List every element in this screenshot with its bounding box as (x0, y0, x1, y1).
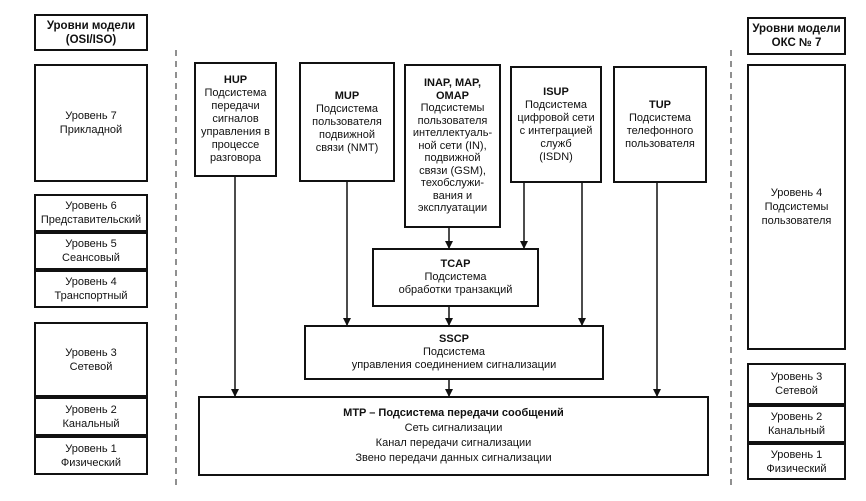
ss7-level-4-line2: Подсистемы (764, 201, 829, 213)
inap-line: связи (GSM), (419, 164, 486, 177)
osi-level-7: Уровень 7 Прикладной (34, 64, 148, 182)
hup-line: Подсистема (204, 87, 267, 99)
sscp-line: управления соединением сигнализации (351, 359, 557, 371)
osi-level-6-name: Представительский (40, 214, 142, 226)
ss7-level-1-number: Уровень 1 (770, 448, 823, 461)
tcap-line: Подсистема (424, 271, 487, 283)
mup-box: MUP Подсистема пользователя подвижной св… (299, 62, 395, 182)
ss7-level-3-name: Сетевой (775, 385, 818, 397)
inap-line: интеллектуаль- (412, 127, 493, 140)
inap-line: техобслужи- (420, 177, 485, 190)
ss7-level-1: Уровень 1 Физический (747, 443, 846, 480)
ss7-level-2: Уровень 2 Канальный (747, 405, 846, 443)
hup-line: передачи (211, 100, 260, 112)
hup-line: сигналов (212, 113, 259, 125)
osi-header: Уровни модели (OSI/ISO) (34, 14, 148, 51)
tcap-box: TCAP Подсистема обработки транзакций (372, 248, 539, 307)
osi-level-5: Уровень 5 Сеансовый (34, 232, 148, 270)
isup-title: ISUP (543, 85, 569, 98)
mtp-title: MTP – Подсистема передачи сообщений (343, 407, 564, 419)
tup-line: пользователя (625, 137, 695, 150)
isup-line: служб (540, 137, 572, 150)
osi-level-6-number: Уровень 6 (65, 200, 117, 212)
inap-line: вания и (432, 189, 473, 202)
mup-title: MUP (334, 89, 360, 102)
osi-level-6: Уровень 6 Представительский (34, 194, 148, 232)
mtp-line: Звено передачи данных сигнализации (355, 452, 552, 464)
ss7-level-3: Уровень 3 Сетевой (747, 363, 846, 405)
hup-title: HUP (223, 74, 248, 86)
inap-line: эксплуатации (417, 202, 488, 215)
ss7-level-3-number: Уровень 3 (770, 371, 823, 383)
ss7-level-2-name: Канальный (768, 425, 825, 437)
osi-level-2-number: Уровень 2 (65, 403, 117, 416)
osi-level-5-name: Сеансовый (62, 252, 120, 264)
hup-line: управления в (201, 126, 270, 138)
tcap-title: TCAP (440, 258, 471, 270)
hup-line: процессе (211, 139, 260, 151)
mtp-line: Сеть сигнализации (404, 422, 503, 434)
ss7-level-4-line3: пользователя (761, 215, 832, 227)
osi-level-3-name: Сетевой (69, 360, 113, 373)
tcap-line: обработки транзакций (398, 284, 513, 296)
tup-line: Подсистема (628, 111, 692, 124)
inap-line: ной сети (IN), (418, 139, 487, 152)
osi-level-3-number: Уровень 3 (65, 346, 117, 359)
tup-line: телефонного (626, 124, 694, 137)
ss7-level-4: Уровень 4 Подсистемы пользователя (747, 64, 846, 350)
ss7-level-2-number: Уровень 2 (770, 411, 823, 423)
osi-level-4-name: Транспортный (54, 290, 128, 302)
osi-level-4: Уровень 4 Транспортный (34, 270, 148, 308)
osi-level-3: Уровень 3 Сетевой (34, 322, 148, 397)
osi-level-5-number: Уровень 5 (65, 238, 117, 250)
mup-line: подвижной (319, 128, 375, 141)
osi-level-1-name: Физический (60, 456, 122, 469)
sscp-box: SSCP Подсистема управления соединением с… (304, 325, 604, 380)
mup-line: пользователя (312, 115, 382, 128)
osi-level-2-name: Канальный (62, 417, 120, 430)
ss7-header: Уровни модели ОКС № 7 (747, 17, 846, 55)
hup-line: разговора (209, 152, 262, 164)
mup-line: Подсистема (315, 102, 379, 115)
isup-line: (ISDN) (539, 150, 573, 163)
osi-header-line1: Уровни модели (46, 19, 136, 32)
hup-box: HUP Подсистема передачи сигналов управле… (194, 62, 277, 177)
inap-title-line1: INAP, MAP, (423, 77, 482, 90)
ss7-header-line1: Уровни модели (752, 23, 841, 35)
osi-level-1: Уровень 1 Физический (34, 436, 148, 475)
sscp-line: Подсистема (422, 346, 486, 358)
mtp-box: MTP – Подсистема передачи сообщений Сеть… (198, 396, 709, 476)
osi-level-1-number: Уровень 1 (65, 442, 117, 455)
inap-line: подвижной (424, 152, 481, 165)
osi-level-7-name: Прикладной (59, 124, 123, 136)
osi-level-2: Уровень 2 Канальный (34, 397, 148, 436)
mup-line: связи (NMT) (315, 141, 379, 154)
osi-level-4-number: Уровень 4 (65, 276, 117, 288)
inap-title-line2: OMAP (436, 89, 469, 102)
ss7-level-4-number: Уровень 4 (770, 187, 823, 199)
isup-line: цифровой сети (517, 111, 595, 124)
isup-line: Подсистема (524, 98, 588, 111)
osi-header-line2: (OSI/ISO) (65, 33, 117, 46)
isup-box: ISUP Подсистема цифровой сети с интеграц… (510, 66, 602, 183)
tup-title: TUP (649, 98, 671, 111)
ss7-header-line2: ОКС № 7 (771, 37, 822, 49)
mtp-line: Канал передачи сигнализации (375, 437, 532, 449)
inap-line: Подсистемы (420, 102, 485, 115)
isup-line: с интеграцией (519, 124, 593, 137)
inap-line: пользователя (417, 114, 488, 127)
sscp-title: SSCP (439, 333, 469, 345)
inap-box: INAP, MAP, OMAP Подсистемы пользователя … (404, 64, 501, 228)
osi-level-7-number: Уровень 7 (65, 110, 117, 122)
ss7-level-1-name: Физический (766, 462, 827, 475)
tup-box: TUP Подсистема телефонного пользователя (613, 66, 707, 183)
